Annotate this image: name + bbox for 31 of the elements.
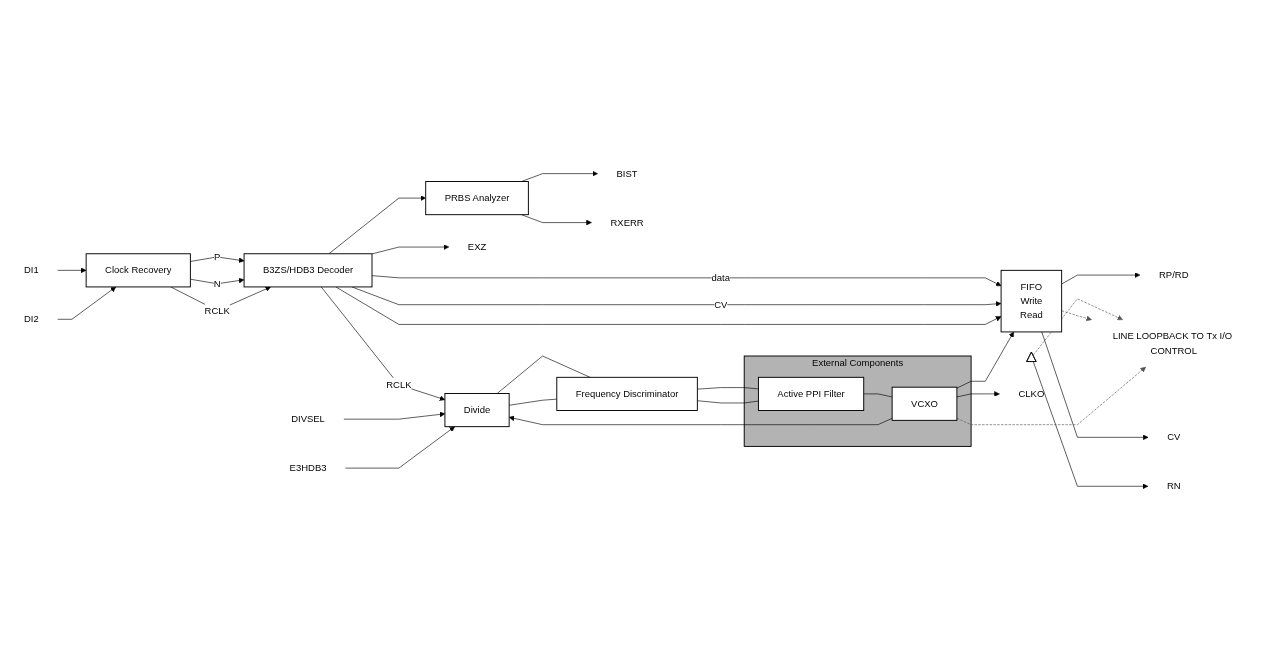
- edge-label: RCLK: [386, 379, 412, 390]
- connector: [697, 387, 759, 390]
- node-text: RP/RD: [1159, 269, 1189, 281]
- node-box: Clock Recovery: [85, 253, 191, 288]
- edge-label: RCLK: [204, 304, 230, 316]
- edge-label: P: [214, 251, 221, 262]
- node-text: EXZ: [467, 241, 487, 252]
- edge-label: N: [213, 277, 221, 289]
- node-text: DI1: [24, 264, 39, 276]
- connector: [508, 398, 558, 406]
- node-box: FIFO Write Read: [1000, 269, 1063, 333]
- node-text: CV: [1167, 431, 1181, 443]
- node-text: RN: [1166, 480, 1181, 492]
- node-text: DI2: [24, 313, 39, 325]
- node-box: Frequency Discriminator: [556, 376, 698, 411]
- edge-label: CV: [714, 298, 728, 310]
- edge-label: data: [711, 272, 731, 283]
- node-text: E3HDB3: [289, 462, 327, 474]
- node-box: VCXO: [891, 386, 958, 421]
- node-text: BIST: [616, 167, 638, 179]
- node-text: CLKO: [1018, 388, 1045, 399]
- connector: [863, 393, 893, 398]
- node-text: DIVSEL: [291, 413, 325, 425]
- connector: [697, 400, 759, 404]
- node-box: B3ZS/HDB3 Decoder: [243, 253, 373, 288]
- connector: [496, 355, 591, 394]
- node-text: RXERR: [610, 216, 644, 228]
- node-box: Active PPI Filter: [758, 376, 865, 411]
- node-box: PRBS Analyzer: [425, 181, 529, 216]
- node-text: LINE LOOPBACK TO Tx I/O CONTROL: [1112, 330, 1233, 356]
- node-box: Divide: [444, 393, 510, 428]
